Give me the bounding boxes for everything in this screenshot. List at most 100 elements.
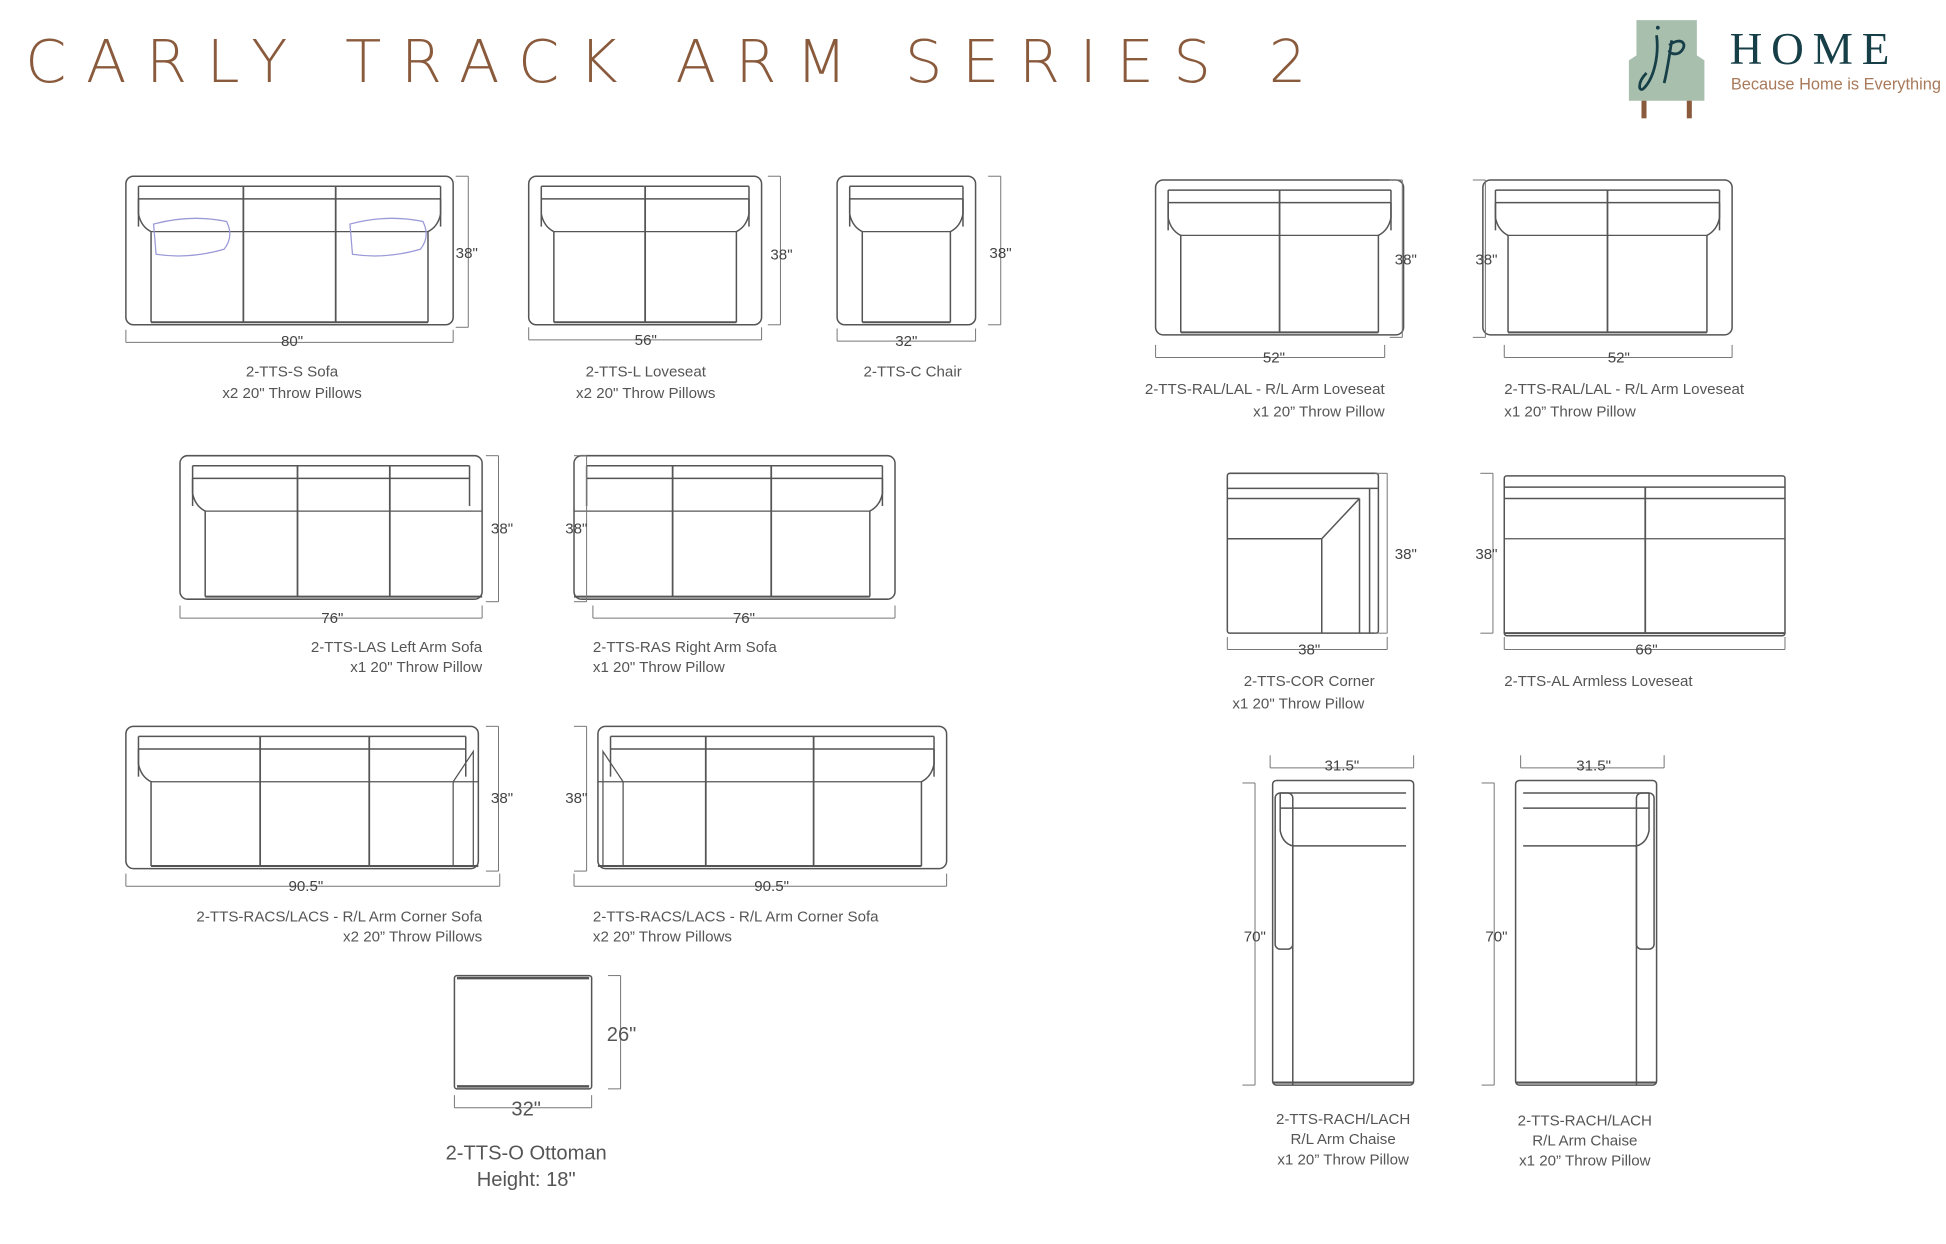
item-name: 2-TTS-LAS Left Arm Sofa bbox=[310, 638, 483, 656]
width-dimension-line bbox=[592, 605, 896, 619]
item-note: x1 20” Throw Pillow bbox=[1504, 402, 1636, 421]
item-note: R/L Arm Chaise bbox=[1532, 1131, 1638, 1150]
height-dimension-line bbox=[608, 975, 622, 1090]
item-note: x1 20" Throw Pillow bbox=[350, 658, 483, 676]
item-note: x2 20” Throw Pillows bbox=[343, 927, 483, 946]
height-label: 38" bbox=[565, 519, 588, 538]
item-name: 2-TTS-RACS/LACS - R/L Arm Corner Sofa bbox=[196, 907, 483, 926]
item-name: 2-TTS-C Chair bbox=[863, 362, 962, 381]
width-dimension-line bbox=[125, 873, 501, 887]
width-dimension-line bbox=[1520, 755, 1665, 769]
left-arm-sofa-drawing bbox=[179, 454, 483, 600]
height-label: 38" bbox=[1394, 250, 1417, 269]
logo-tagline: Because Home is Everything bbox=[1730, 74, 1941, 94]
loveseat-drawing bbox=[527, 175, 763, 326]
height-label: 38" bbox=[1475, 250, 1498, 269]
item-note: x1 20" Throw Pillow bbox=[1232, 694, 1365, 713]
height-dimension-line bbox=[1480, 472, 1494, 634]
width-dimension-line bbox=[1155, 344, 1386, 359]
height-label: 70" bbox=[1243, 927, 1266, 946]
height-dimension-line bbox=[1472, 179, 1486, 338]
item-note: x2 20" Throw Pillows bbox=[222, 383, 362, 402]
chair-logo-icon bbox=[1628, 20, 1705, 119]
chaise-drawing bbox=[1271, 779, 1415, 1086]
item-note: x2 20" Throw Pillows bbox=[576, 383, 716, 402]
item-note: x1 20” Throw Pillow bbox=[1519, 1151, 1651, 1170]
throw-pillow-icon bbox=[349, 217, 427, 257]
height-label: 38" bbox=[490, 519, 514, 538]
height-dimension-line bbox=[455, 175, 469, 328]
item-name: 2-TTS-S Sofa bbox=[245, 362, 339, 381]
arm-loveseat-drawing bbox=[1482, 179, 1733, 336]
item-note: x2 20” Throw Pillows bbox=[592, 927, 732, 946]
width-label: 76" bbox=[732, 609, 756, 627]
corner-sofa-drawing bbox=[597, 725, 948, 870]
item-name: 2-TTS-L Loveseat bbox=[585, 362, 706, 381]
width-dimension-line bbox=[1503, 344, 1733, 359]
item-name: 2-TTS-RAS Right Arm Sofa bbox=[592, 638, 777, 656]
item-note: R/L Arm Chaise bbox=[1290, 1130, 1396, 1149]
width-dimension-line bbox=[836, 328, 977, 342]
height-label: 70" bbox=[1485, 927, 1508, 946]
width-dimension-line bbox=[573, 873, 948, 887]
width-dimension-line bbox=[453, 1095, 593, 1109]
item-name: 2-TTS-RAL/LAL - R/L Arm Loveseat bbox=[1144, 380, 1385, 398]
item-name: 2-TTS-O Ottoman bbox=[445, 1142, 607, 1165]
width-label: 90.5" bbox=[754, 877, 790, 896]
item-name: 2-TTS-COR Corner bbox=[1243, 672, 1375, 690]
width-label: 90.5" bbox=[288, 877, 324, 896]
height-label: 38" bbox=[989, 244, 1012, 262]
height-dimension-line bbox=[574, 455, 588, 603]
height-label: 38" bbox=[1475, 545, 1498, 563]
width-label: 32" bbox=[511, 1098, 541, 1121]
logo-name: HOME bbox=[1729, 23, 1899, 75]
right-arm-sofa-drawing bbox=[573, 454, 896, 600]
item-name: 2-TTS-AL Armless Loveseat bbox=[1504, 672, 1693, 690]
item-note: x1 20” Throw Pillow bbox=[1253, 402, 1385, 421]
width-label: 52" bbox=[1607, 348, 1630, 367]
width-label: 76" bbox=[321, 609, 344, 627]
width-dimension-line bbox=[1226, 636, 1388, 651]
item-name: 2-TTS-RACS/LACS - R/L Arm Corner Sofa bbox=[592, 907, 879, 926]
throw-pillow-icon bbox=[152, 217, 231, 257]
ottoman-drawing bbox=[453, 974, 593, 1090]
width-label: 31.5" bbox=[1576, 756, 1612, 775]
height-label: 26" bbox=[606, 1024, 637, 1047]
width-label: 31.5" bbox=[1324, 756, 1360, 775]
jp-home-logo: HOME Because Home is Everything bbox=[1624, 18, 1946, 121]
height-dimension-line bbox=[767, 175, 781, 326]
width-label: 32" bbox=[895, 332, 918, 350]
width-dimension-line bbox=[1503, 636, 1786, 651]
width-dimension-line bbox=[1269, 755, 1415, 769]
height-dimension-line bbox=[1374, 472, 1388, 634]
chaise-drawing bbox=[1514, 779, 1658, 1086]
armless-loveseat-drawing bbox=[1503, 475, 1786, 637]
width-label: 66" bbox=[1635, 640, 1658, 659]
page-title: CARLY TRACK ARM SERIES 2 bbox=[25, 27, 1326, 97]
sofa-drawing bbox=[125, 175, 454, 326]
item-note: x1 20” Throw Pillow bbox=[1277, 1150, 1409, 1169]
width-label: 38" bbox=[1298, 640, 1321, 659]
height-dimension-line bbox=[1389, 179, 1403, 338]
arm-loveseat-drawing bbox=[1154, 179, 1405, 336]
width-label: 56" bbox=[634, 331, 657, 349]
height-label: 38" bbox=[770, 245, 793, 264]
height-label: 38" bbox=[455, 244, 478, 262]
height-dimension-line bbox=[485, 455, 499, 603]
item-name: 2-TTS-RAL/LAL - R/L Arm Loveseat bbox=[1504, 380, 1745, 398]
height-label: 38" bbox=[1394, 545, 1417, 563]
width-label: 80" bbox=[280, 332, 304, 350]
item-name: 2-TTS-RACH/LACH bbox=[1275, 1110, 1411, 1128]
chair-drawing bbox=[836, 175, 977, 326]
width-dimension-line bbox=[125, 329, 454, 343]
height-dimension-line bbox=[1481, 782, 1495, 1086]
height-label: 38" bbox=[565, 789, 588, 807]
width-dimension-line bbox=[528, 327, 763, 341]
item-name: 2-TTS-RACH/LACH bbox=[1517, 1111, 1652, 1130]
item-note: x1 20" Throw Pillow bbox=[592, 658, 725, 676]
height-dimension-line bbox=[988, 175, 1002, 326]
width-label: 52" bbox=[1262, 348, 1285, 367]
height-dimension-line bbox=[574, 725, 588, 872]
